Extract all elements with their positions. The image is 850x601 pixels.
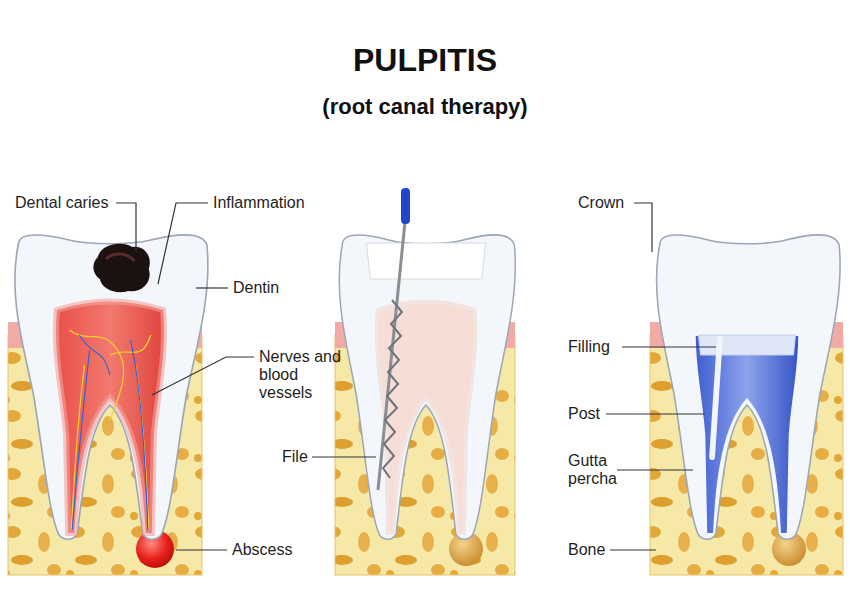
label-slot: Nerves and blood vessels <box>259 348 341 402</box>
part-label: Dentin <box>233 279 279 297</box>
part-label: Bone <box>568 541 605 559</box>
label-slot: Crown <box>578 194 624 212</box>
label-slot: Abscess <box>232 541 292 559</box>
part-label: Filling <box>568 338 610 356</box>
title-slot: PULPITIS <box>0 42 850 78</box>
part-label: Crown <box>578 194 624 212</box>
label-slot: Bone <box>568 541 605 559</box>
label-slot: (root canal therapy) <box>0 94 850 120</box>
label-slot: Dental caries <box>15 194 108 212</box>
subtitle: (root canal therapy) <box>0 94 850 120</box>
diagram-title: PULPITIS <box>0 42 850 78</box>
part-label: Nerves and blood vessels <box>259 348 341 402</box>
label-slot: Filling <box>568 338 610 356</box>
part-label: Abscess <box>232 541 292 559</box>
part-label: File <box>282 448 308 466</box>
part-label: Inflammation <box>213 194 305 212</box>
leader-lines <box>116 203 716 550</box>
label-slot: File <box>282 448 308 466</box>
label-slot: Gutta percha <box>568 452 624 488</box>
label-slot: Inflammation <box>213 194 305 212</box>
label-slot: Post <box>568 405 600 423</box>
part-label: Gutta percha <box>568 452 624 488</box>
part-label: Post <box>568 405 600 423</box>
part-label: Dental caries <box>15 194 108 212</box>
label-slot: Dentin <box>233 279 279 297</box>
